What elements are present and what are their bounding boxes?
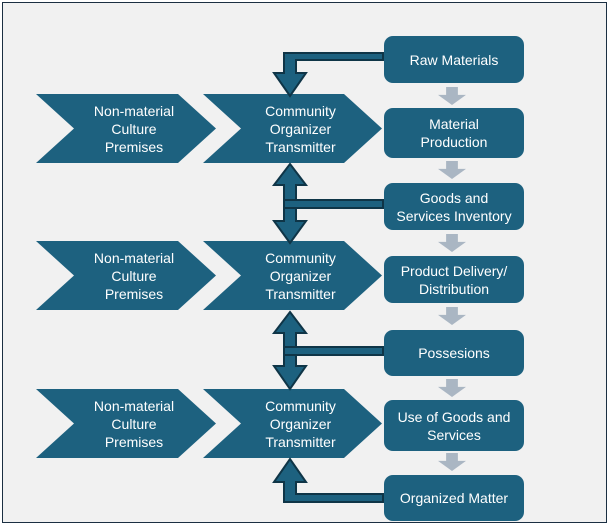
double-vertical-arrow-icon: [271, 162, 309, 245]
process-box-label: Possesions: [418, 345, 490, 361]
process-box-label: Use of Goods and Services: [397, 408, 511, 443]
premise-chevron-2: Non-material Culture Premises: [36, 241, 216, 310]
transmitter-chevron-1-label: Community Organizer Transmitter: [265, 102, 336, 155]
process-box-use-of-goods-services: Use of Goods and Services: [384, 400, 524, 451]
transmitter-chevron-3-label: Community Organizer Transmitter: [265, 397, 336, 450]
elbow-down-arrow-icon: [272, 52, 384, 98]
down-arrow-icon: [438, 234, 466, 252]
double-vertical-arrow-icon: [271, 310, 309, 391]
premise-chevron-2-label: Non-material Culture Premises: [93, 249, 175, 302]
process-box-label: Raw Materials: [409, 51, 499, 68]
process-box-label: Goods and Services Inventory: [396, 189, 512, 224]
transmitter-chevron-1: Community Organizer Transmitter: [203, 94, 382, 163]
process-box-label: Product Delivery/ Distribution: [400, 262, 508, 297]
horizontal-connector-bar: [283, 199, 384, 209]
down-arrow-icon: [438, 87, 466, 105]
premise-chevron-3-label: Non-material Culture Premises: [93, 397, 175, 450]
horizontal-connector-bar: [283, 346, 384, 356]
down-arrow-icon: [438, 379, 466, 397]
premise-chevron-3: Non-material Culture Premises: [36, 389, 216, 458]
premise-chevron-1: Non-material Culture Premises: [36, 94, 216, 163]
down-arrow-icon: [438, 161, 466, 179]
down-arrow-icon: [438, 453, 466, 471]
process-box-organized-matter: Organized Matter: [384, 475, 524, 521]
process-box-label: Organized Matter: [399, 490, 509, 506]
transmitter-chevron-2: Community Organizer Transmitter: [203, 241, 382, 310]
transmitter-chevron-2-label: Community Organizer Transmitter: [265, 249, 336, 302]
process-box-label: Material Production: [420, 116, 488, 150]
process-box-product-delivery-distribution: Product Delivery/ Distribution: [384, 256, 524, 303]
process-box-possesions: Possesions: [384, 330, 524, 376]
process-box-raw-materials: Raw Materials: [384, 36, 524, 83]
process-box-material-production: Material Production: [384, 108, 524, 158]
flow-diagram: Non-material Culture Premises Non-materi…: [2, 2, 607, 523]
elbow-up-arrow-icon: [272, 457, 384, 503]
premise-chevron-1-label: Non-material Culture Premises: [93, 102, 175, 155]
down-arrow-icon: [438, 307, 466, 325]
transmitter-chevron-3: Community Organizer Transmitter: [203, 389, 382, 458]
process-box-goods-services-inventory: Goods and Services Inventory: [384, 183, 524, 230]
